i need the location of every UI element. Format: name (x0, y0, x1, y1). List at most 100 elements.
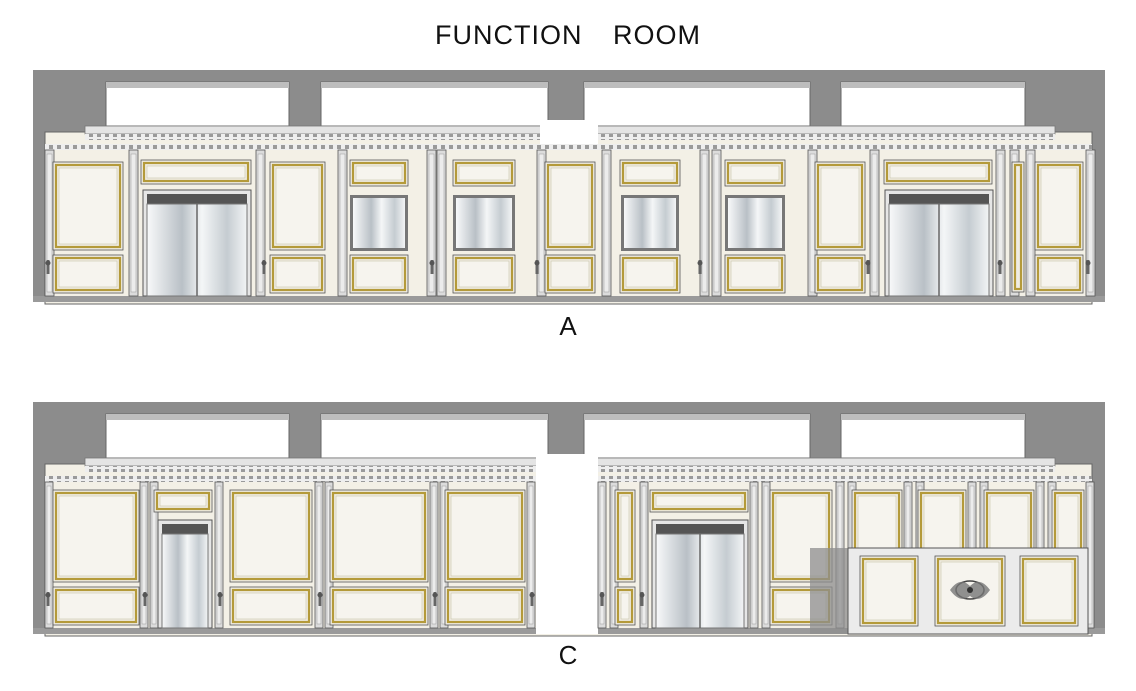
sconce-stem (433, 592, 437, 606)
door-glass (161, 533, 209, 629)
lower-panel-trim (454, 256, 514, 292)
sconce-bulb (997, 260, 1003, 266)
ceiling-cove (320, 81, 549, 127)
wall-sconce-icon (45, 592, 51, 606)
wall-sconce-icon (997, 260, 1003, 274)
pilaster-shaft (751, 485, 757, 625)
upper-panel-inner (58, 167, 118, 245)
elevation-a (33, 70, 1105, 305)
lower-panel-trim (1036, 256, 1082, 292)
wall-sconce-icon (142, 592, 148, 606)
wall-sconce-icon (45, 260, 51, 274)
sconce-bulb (45, 260, 51, 266)
sconce-stem (1086, 260, 1090, 274)
wall-sconce-icon (639, 592, 645, 606)
ornament-center (967, 587, 973, 593)
wall-sconce-icon (534, 260, 540, 274)
transom-panel-trim (621, 161, 679, 185)
pilaster-shaft (428, 153, 435, 293)
sconce-bulb (432, 592, 438, 598)
upper-panel-inner (275, 167, 320, 245)
sconce-bulb (217, 592, 223, 598)
wall-sconce-icon (697, 260, 703, 274)
upper-panel-inner (1040, 167, 1078, 245)
window-glass (353, 198, 405, 248)
sconce-stem (866, 260, 870, 274)
counter-panel-inner (865, 561, 913, 621)
sconce-stem (530, 592, 534, 606)
door-head-panel-trim (155, 491, 211, 511)
pilaster-shaft (1087, 153, 1094, 293)
lower-panel-trim (621, 256, 679, 292)
narrow-panel-inner (620, 495, 630, 577)
wall-sconce-icon (1085, 260, 1091, 274)
upper-panel-trim (54, 491, 138, 581)
lower-panel-inner (625, 260, 675, 288)
sconce-stem (218, 592, 222, 606)
upper-panel-inner (550, 167, 590, 245)
window-glass (624, 198, 676, 248)
pilaster-shaft (339, 153, 346, 293)
wall-sconce-icon (432, 592, 438, 606)
pilaster-shaft (431, 485, 437, 625)
cove-lip (106, 414, 289, 420)
pilaster-shaft (641, 485, 647, 625)
wall-sconce-icon (217, 592, 223, 606)
lower-panel-trim (271, 256, 324, 292)
lower-panel-inner (355, 260, 403, 288)
sconce-bulb (45, 592, 51, 598)
sconce-bulb (1085, 260, 1091, 266)
pilaster-shaft (151, 485, 157, 625)
door-transom (147, 194, 247, 204)
pilaster-shaft (538, 153, 545, 293)
sconce-stem (262, 260, 266, 274)
pilaster-shaft (997, 153, 1004, 293)
sconce-bulb (142, 592, 148, 598)
upper-panel-trim (231, 491, 311, 581)
pilaster-shaft (713, 153, 720, 293)
sconce-stem (698, 260, 702, 274)
pilaster-shaft (216, 485, 222, 625)
lower-panel-trim (726, 256, 784, 292)
pilaster-shaft (438, 153, 445, 293)
transom-panel-inner (355, 165, 403, 181)
lower-panel-trim (446, 588, 524, 624)
upper-panel-inner (58, 495, 134, 577)
lower-panel-inner (58, 592, 134, 620)
door-head-panel-inner (889, 165, 987, 179)
upper-panel-inner (235, 495, 307, 577)
narrow-panel-trim (1013, 163, 1023, 291)
lower-panel-inner (58, 260, 118, 288)
pilaster-shaft (603, 153, 610, 293)
door-head-panel-inner (146, 165, 246, 179)
sconce-stem (46, 592, 50, 606)
frieze-dentils (45, 144, 1092, 150)
sconce-bulb (317, 592, 323, 598)
lower-panel-trim (546, 256, 594, 292)
upper-panel-trim (771, 491, 831, 581)
lower-panel-trim (231, 588, 311, 624)
lower-panel-inner (275, 260, 320, 288)
floor-line (33, 296, 1105, 302)
elevation-c (33, 402, 1105, 637)
page-title: FUNCTION ROOM (435, 20, 701, 50)
lower-panel-trim (331, 588, 427, 624)
counter-panel-trim (1021, 557, 1077, 625)
wall-sconce-icon (317, 592, 323, 606)
transom-panel-inner (730, 165, 780, 181)
lower-panel-inner (335, 592, 423, 620)
transom-panel-trim (351, 161, 407, 185)
narrow-panel-trim (616, 588, 634, 624)
elevation-a-label: A (559, 311, 577, 341)
ceiling-cove (583, 413, 811, 459)
transom-panel-inner (625, 165, 675, 181)
cove-lip (321, 82, 548, 88)
counter-shadow (810, 548, 850, 634)
pilaster-shaft (809, 153, 816, 293)
sconce-bulb (529, 592, 535, 598)
window-glass (728, 198, 782, 248)
sconce-bulb (534, 260, 540, 266)
wall-opening (536, 454, 598, 634)
lower-panel-inner (820, 260, 860, 288)
